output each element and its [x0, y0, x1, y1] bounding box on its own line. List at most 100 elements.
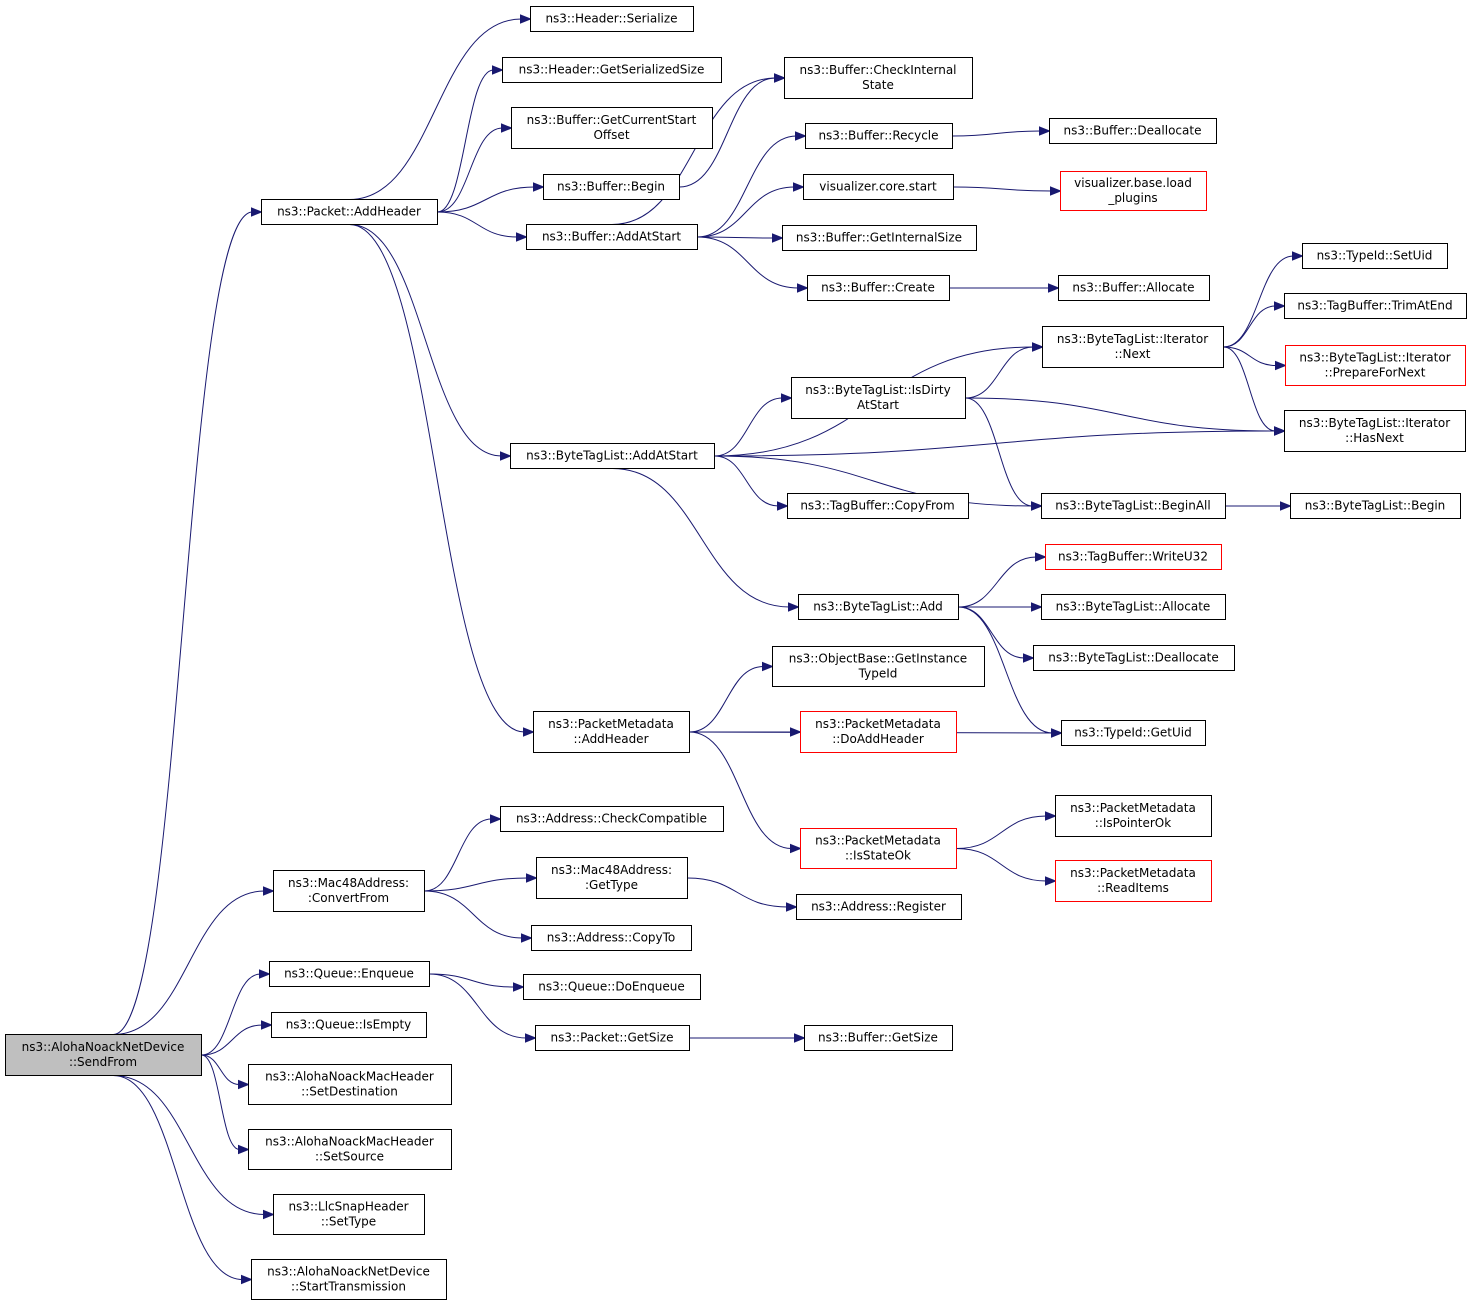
node-buffer-create[interactable]: ns3::Buffer::Create	[807, 275, 950, 301]
node-address-checkcompat[interactable]: ns3::Address::CheckCompatible	[500, 806, 724, 832]
edge-arrowhead	[781, 393, 793, 403]
node-root[interactable]: ns3::AlohaNoackNetDevice::SendFrom	[5, 1034, 202, 1076]
edge-arrowhead	[238, 1144, 250, 1155]
edge-packet-addheader-to-header-serialize	[349, 18, 522, 200]
node-viz-base-load[interactable]: visualizer.base.load_plugins	[1060, 171, 1207, 211]
node-btl-addatstart[interactable]: ns3::ByteTagList::AddAtStart	[510, 443, 715, 469]
node-label: ::SetDestination	[301, 1085, 398, 1099]
node-btl-add[interactable]: ns3::ByteTagList::Add	[798, 594, 959, 620]
edge-viz-core-start-to-viz-base-load	[953, 186, 1052, 192]
edge-arrowhead	[501, 123, 513, 133]
node-label: _plugins	[1107, 191, 1157, 205]
node-btl-iter-next[interactable]: ns3::ByteTagList::Iterator::Next	[1042, 326, 1224, 368]
edge-btl-isdirty-to-btl-iter-hasnext	[965, 397, 1276, 432]
edge-mac48-convertfrom-to-address-copyto	[424, 890, 523, 939]
node-label: ::StartTransmission	[291, 1280, 406, 1294]
edge-arrowhead	[1039, 126, 1051, 136]
node-buffer-getsize[interactable]: ns3::Buffer::GetSize	[804, 1025, 953, 1051]
node-pm-isstateok[interactable]: ns3::PacketMetadata::IsStateOk	[800, 828, 957, 869]
node-box	[798, 594, 959, 620]
node-label: ns3::ByteTagList::Iterator	[1299, 351, 1450, 365]
node-btl-allocate[interactable]: ns3::ByteTagList::Allocate	[1041, 594, 1226, 620]
edge-arrowhead	[261, 1020, 273, 1030]
node-aloha-setdest[interactable]: ns3::AlohaNoackMacHeader::SetDestination	[248, 1064, 452, 1105]
edge-buffer-addatstart-to-buffer-getinternalsize	[697, 236, 774, 239]
node-tagbuffer-trimatend[interactable]: ns3::TagBuffer::TrimAtEnd	[1284, 293, 1467, 319]
node-box	[784, 57, 973, 99]
node-packet-addheader[interactable]: ns3::Packet::AddHeader	[261, 199, 438, 225]
edge-arrowhead	[238, 1079, 250, 1090]
node-queue-enqueue[interactable]: ns3::Queue::Enqueue	[269, 961, 430, 987]
edge-pm-isstateok-to-pm-readitems	[956, 848, 1047, 882]
node-buffer-begin[interactable]: ns3::Buffer::Begin	[543, 174, 680, 200]
node-buffer-deallocate[interactable]: ns3::Buffer::Deallocate	[1049, 118, 1217, 144]
node-btl-iter-hasnext[interactable]: ns3::ByteTagList::Iterator::HasNext	[1284, 410, 1466, 452]
node-box	[1058, 275, 1210, 301]
node-label: Offset	[593, 128, 629, 142]
edge-arrowhead	[1023, 653, 1035, 663]
node-pm-readitems[interactable]: ns3::PacketMetadata::ReadItems	[1055, 860, 1212, 902]
edge-packet-addheader-to-buffer-begin	[437, 186, 535, 213]
edge-mac48-convertfrom-to-mac48-gettype	[424, 877, 528, 892]
node-buffer-getinternalsize[interactable]: ns3::Buffer::GetInternalSize	[782, 225, 977, 251]
node-mac48-gettype[interactable]: ns3::Mac48Address::GetType	[536, 857, 688, 899]
node-buffer-recycle[interactable]: ns3::Buffer::Recycle	[805, 123, 953, 149]
node-llcsnap-settype[interactable]: ns3::LlcSnapHeader::SetType	[273, 1194, 425, 1235]
node-label: State	[862, 78, 894, 92]
node-label: ns3::ByteTagList::Iterator	[1057, 332, 1208, 346]
node-address-copyto[interactable]: ns3::Address::CopyTo	[531, 925, 692, 951]
edge-arrowhead	[1031, 602, 1043, 612]
edge-arrowhead	[762, 661, 774, 672]
node-packet-getsize[interactable]: ns3::Packet::GetSize	[535, 1025, 690, 1051]
node-pm-ispointerok[interactable]: ns3::PacketMetadata::IsPointerOk	[1055, 795, 1212, 837]
node-label: ns3::ByteTagList::BeginAll	[1055, 499, 1210, 513]
node-typeid-setuid[interactable]: ns3::TypeId::SetUid	[1302, 243, 1448, 269]
node-label: ::HasNext	[1345, 431, 1404, 445]
edge-queue-enqueue-to-queue-doenqueue	[429, 973, 515, 988]
node-aloha-setsource[interactable]: ns3::AlohaNoackMacHeader::SetSource	[248, 1129, 452, 1170]
node-box	[261, 199, 438, 225]
node-label: ::AddHeader	[573, 732, 648, 746]
edge-arrowhead	[774, 73, 786, 83]
node-pm-doaddheader[interactable]: ns3::PacketMetadata::DoAddHeader	[800, 711, 957, 753]
node-tagbuffer-copyfrom[interactable]: ns3::TagBuffer::CopyFrom	[787, 493, 969, 519]
node-tagbuffer-writeu32[interactable]: ns3::TagBuffer::WriteU32	[1045, 544, 1222, 570]
node-label: ns3::Queue::DoEnqueue	[538, 980, 684, 994]
edge-btl-iter-next-to-typeid-setuid	[1223, 255, 1294, 348]
edge-packet-addheader-to-header-getsersize	[437, 69, 494, 213]
node-pm-addheader[interactable]: ns3::PacketMetadata::AddHeader	[533, 711, 690, 753]
node-viz-core-start[interactable]: visualizer.core.start	[803, 174, 954, 200]
node-label: ns3::ByteTagList::IsDirty	[805, 383, 950, 397]
node-btl-deallocate[interactable]: ns3::ByteTagList::Deallocate	[1033, 645, 1235, 671]
node-box	[248, 1129, 452, 1170]
node-queue-doenqueue[interactable]: ns3::Queue::DoEnqueue	[523, 974, 701, 1000]
node-box	[1284, 410, 1466, 452]
edge-btl-iter-next-to-btl-iter-prepare	[1223, 346, 1277, 366]
node-queue-isempty[interactable]: ns3::Queue::IsEmpty	[271, 1012, 427, 1038]
node-typeid-getuid[interactable]: ns3::TypeId::GetUid	[1061, 720, 1206, 746]
edge-btl-addatstart-to-btl-iter-hasnext	[714, 430, 1276, 457]
node-aloha-starttx[interactable]: ns3::AlohaNoackNetDevice::StartTransmiss…	[251, 1259, 447, 1300]
node-box	[533, 711, 690, 753]
node-label: ns3::Packet::GetSize	[551, 1031, 674, 1045]
node-buffer-allocate[interactable]: ns3::Buffer::Allocate	[1058, 275, 1210, 301]
node-header-getsersize[interactable]: ns3::Header::GetSerializedSize	[502, 57, 722, 83]
node-label: ns3::Address::CopyTo	[547, 931, 676, 945]
node-mac48-convertfrom[interactable]: ns3::Mac48Address::ConvertFrom	[273, 870, 425, 912]
node-box	[1302, 243, 1448, 269]
node-btl-iter-prepare[interactable]: ns3::ByteTagList::Iterator::PrepareForNe…	[1285, 345, 1466, 386]
node-address-register[interactable]: ns3::Address::Register	[796, 894, 962, 920]
node-header-serialize[interactable]: ns3::Header::Serialize	[530, 6, 694, 32]
node-buffer-addatstart[interactable]: ns3::Buffer::AddAtStart	[526, 224, 698, 250]
edge-root-to-aloha-setsource	[201, 1054, 240, 1150]
node-label: ns3::Buffer::Allocate	[1072, 281, 1194, 295]
edge-btl-isdirty-to-btl-iter-next	[965, 346, 1034, 399]
node-btl-begin[interactable]: ns3::ByteTagList::Begin	[1290, 493, 1461, 519]
node-box	[1041, 594, 1226, 620]
node-btl-beginall[interactable]: ns3::ByteTagList::BeginAll	[1041, 493, 1226, 519]
